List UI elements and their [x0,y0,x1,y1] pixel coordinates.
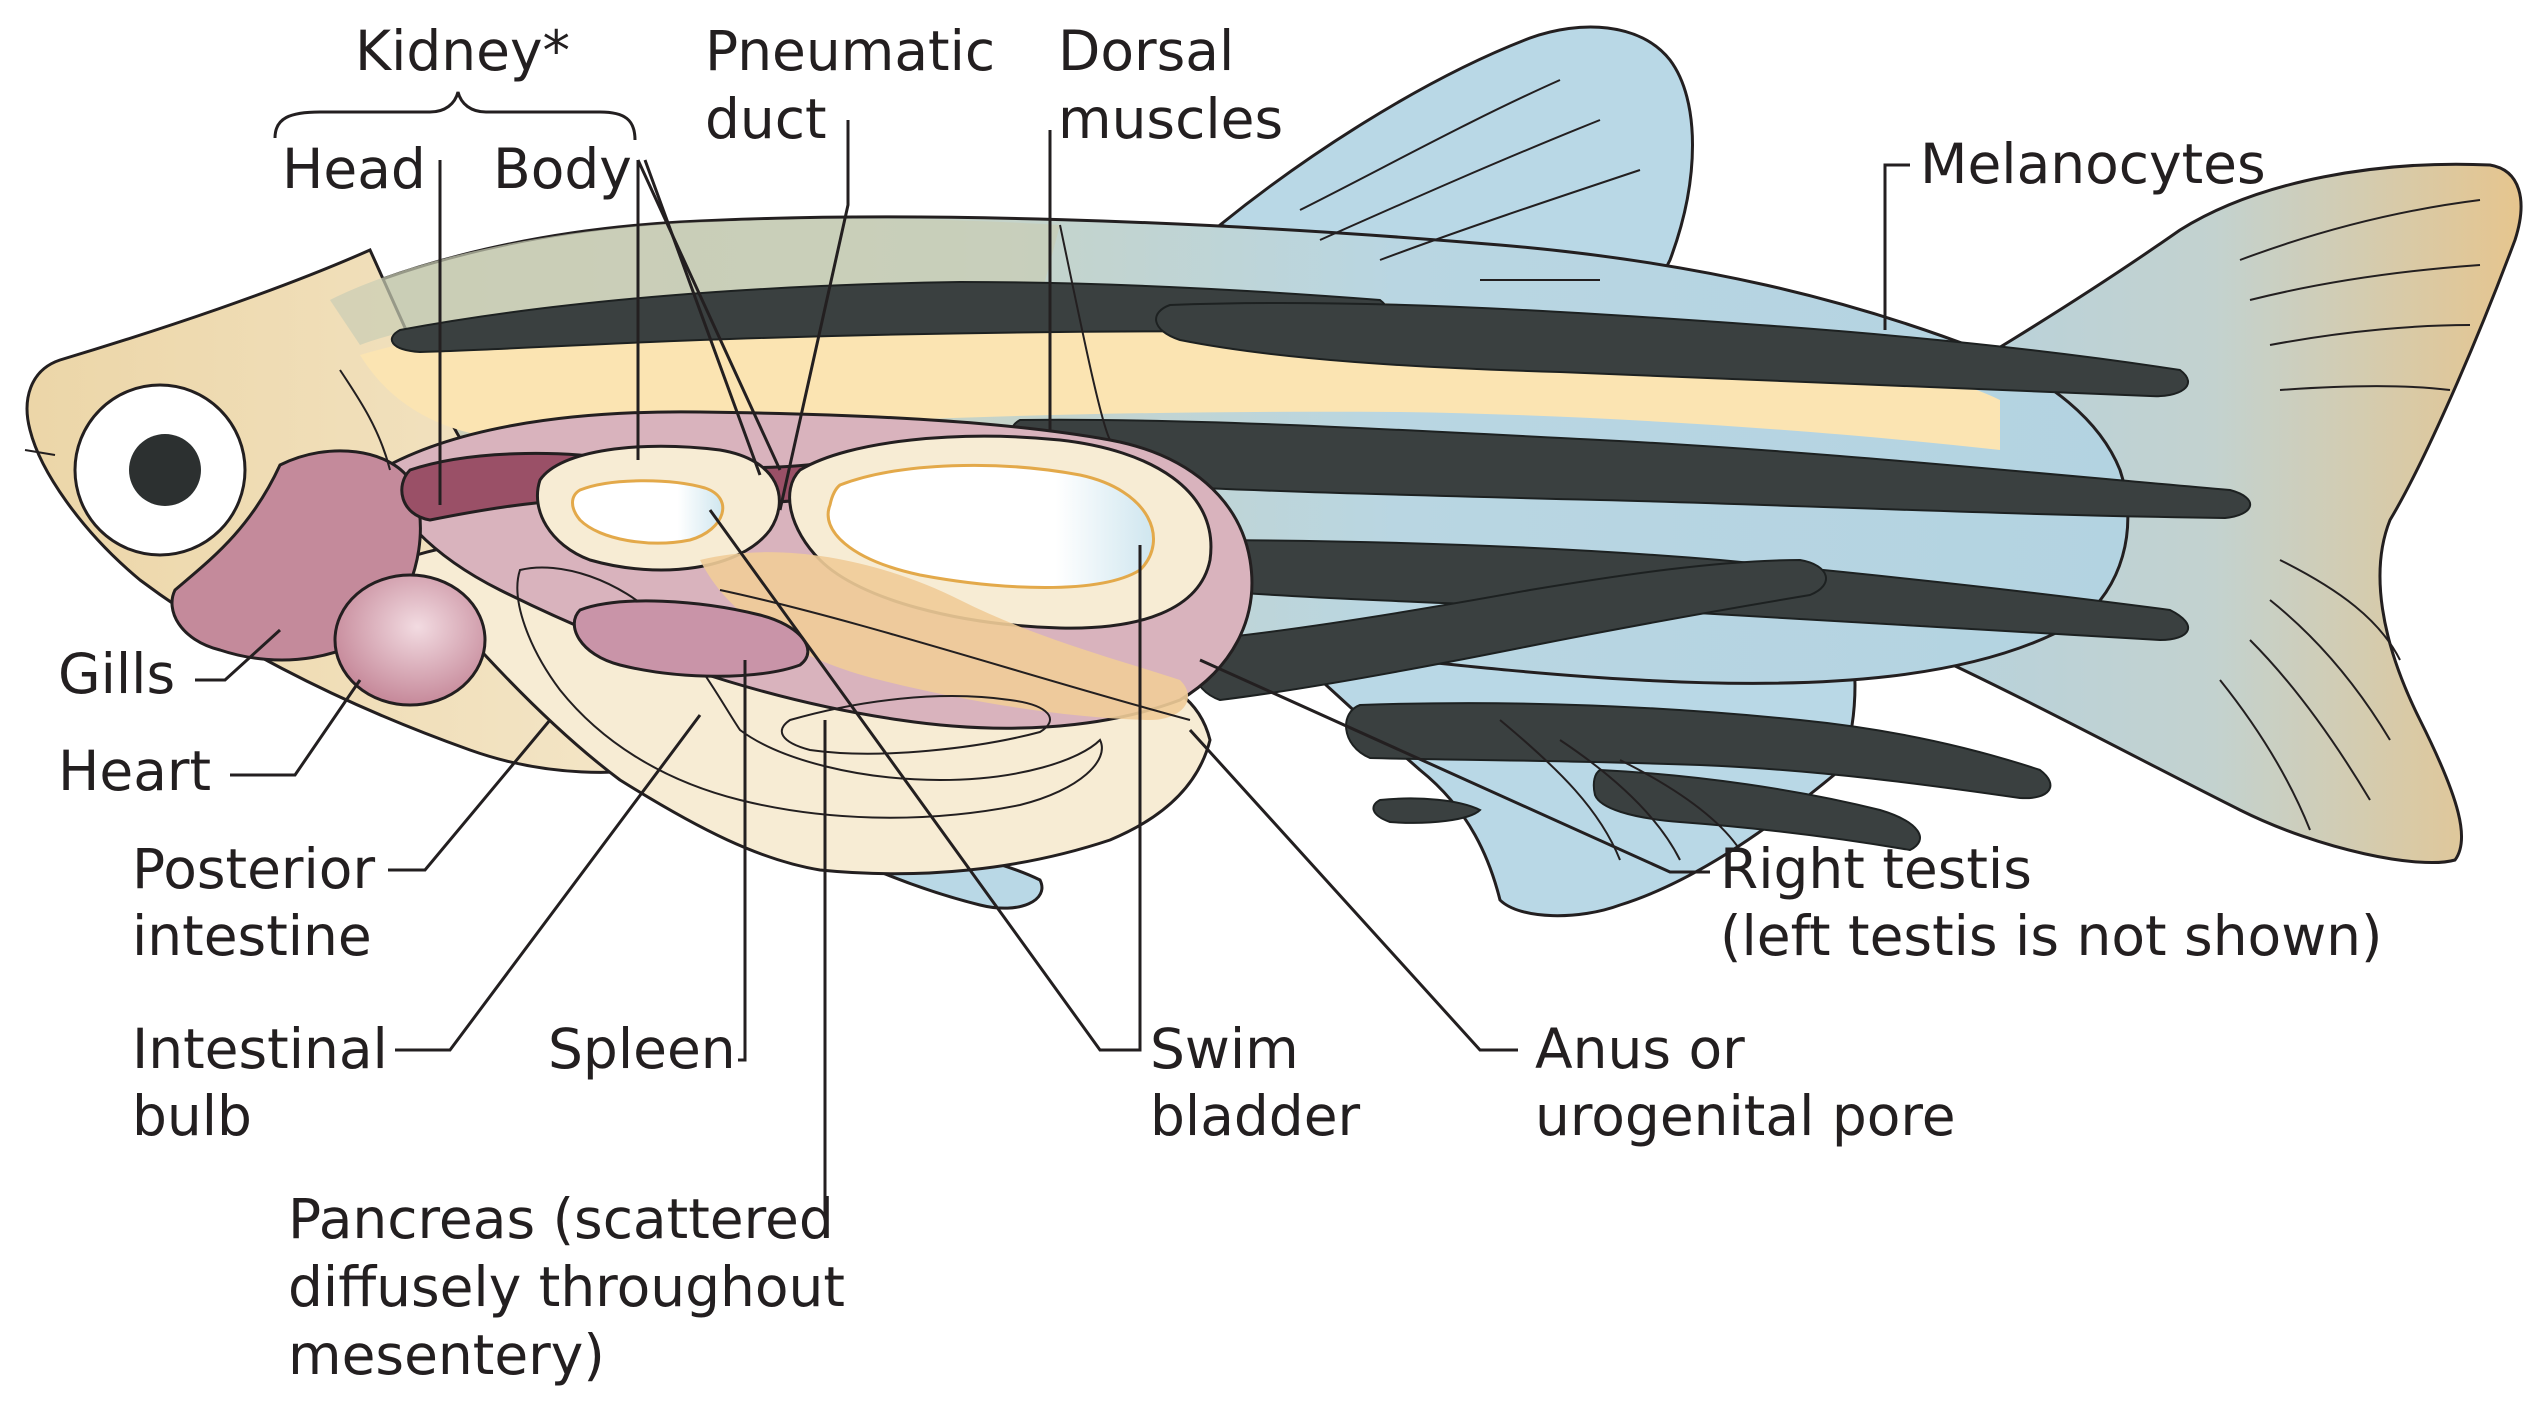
label-kidney: Kidney* [355,19,570,83]
pupil [129,434,201,506]
melanocyte-stripes [390,280,2252,852]
label-pneumatic-duct-2: duct [705,87,827,151]
leader-lines [195,91,1910,1220]
label-swim-bladder-1: Swim [1150,1017,1299,1081]
dorsal-fin-rays [1299,79,1641,281]
label-posterior-intestine-1: Posterior [132,837,375,901]
label-right-testis-2: (left testis is not shown) [1720,904,2383,968]
label-dorsal-muscles-2: muscles [1058,87,1283,151]
label-kidney-head: Head [282,137,426,201]
pancreas-tissue [700,552,1189,720]
spleen [572,599,810,678]
label-right-testis-1: Right testis [1720,837,2032,901]
label-intestinal-bulb-1: Intestinal [132,1017,388,1081]
label-pancreas-2: diffusely throughout [288,1255,845,1319]
label-gills: Gills [58,642,175,706]
labels: Kidney* Head Body Pneumatic duct Dorsal … [58,19,2383,1387]
anal-fin-rays [1499,719,1741,861]
label-pancreas-3: mesentery) [288,1323,605,1387]
label-anus-2: urogenital pore [1535,1084,1956,1148]
label-heart: Heart [58,739,211,803]
label-swim-bladder-2: bladder [1150,1084,1361,1148]
caudal-fin-rays [2219,199,2481,831]
label-dorsal-muscles-1: Dorsal [1058,19,1234,83]
label-pneumatic-duct-1: Pneumatic [705,19,995,83]
label-intestinal-bulb-2: bulb [132,1084,252,1148]
label-posterior-intestine-2: intestine [132,904,372,968]
heart [333,573,487,707]
label-kidney-body: Body [493,137,632,201]
label-spleen: Spleen [548,1017,736,1081]
label-melanocytes: Melanocytes [1920,132,2266,196]
label-pancreas-1: Pancreas (scattered [288,1187,834,1251]
label-anus-1: Anus or [1535,1017,1745,1081]
